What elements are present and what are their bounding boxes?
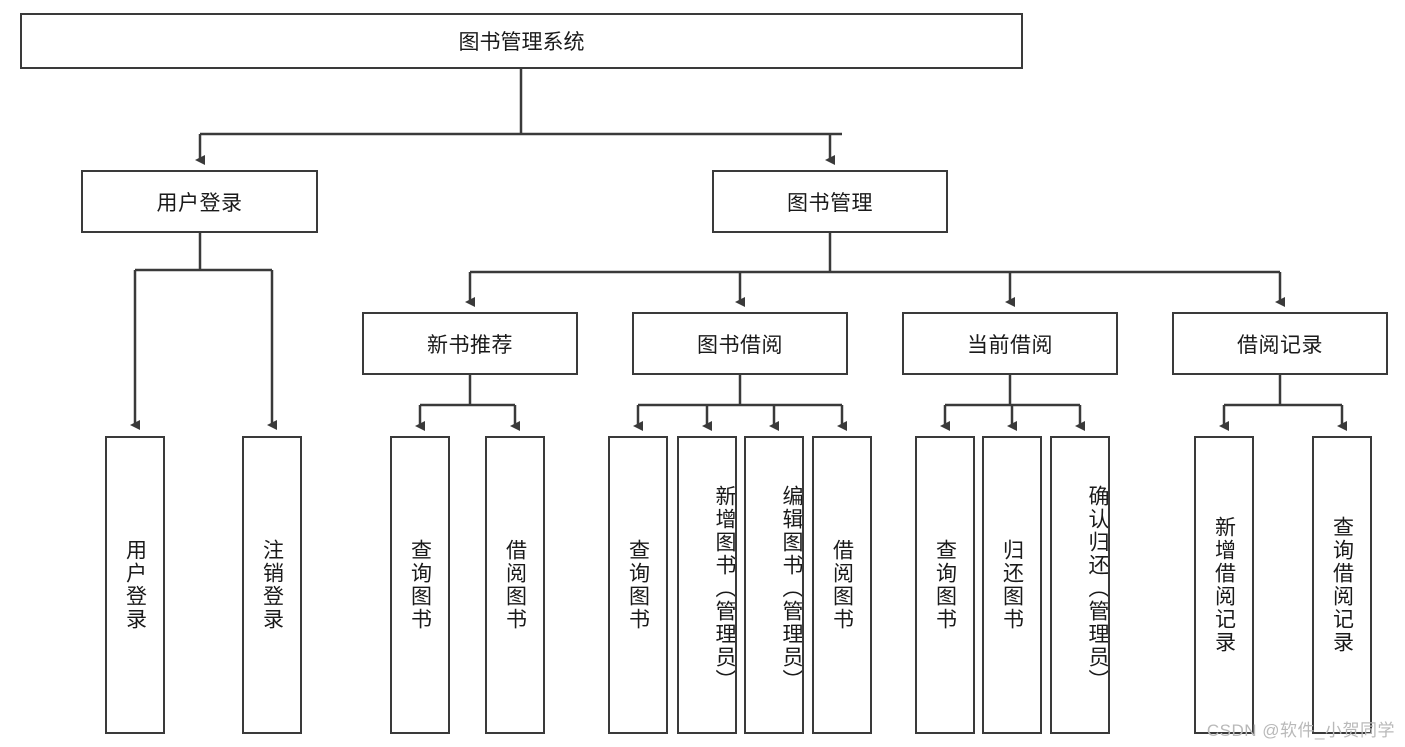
leaf-label: 借阅图书 [503,539,527,631]
node-book-management[interactable]: 图书管理 [712,170,948,233]
leaf-label: 查询图书 [408,539,432,631]
leaf-user-login-signout[interactable]: 注销登录 [242,436,302,734]
leaf-label: 新增借阅记录 [1212,516,1236,654]
node-current-borrow[interactable]: 当前借阅 [902,312,1118,375]
node-root-system[interactable]: 图书管理系统 [20,13,1023,69]
node-new-book-recommend-label: 新书推荐 [427,333,513,357]
leaf-label: 查询借阅记录 [1330,516,1354,654]
leaf-borrow-borrow-book[interactable]: 借阅图书 [812,436,872,734]
leaf-label: 编辑图书（管理员） [780,484,803,692]
node-user-login-label: 用户登录 [156,191,243,215]
leaf-record-query-record[interactable]: 查询借阅记录 [1312,436,1372,734]
node-user-login[interactable]: 用户登录 [81,170,318,233]
node-borrow-record[interactable]: 借阅记录 [1172,312,1388,375]
node-current-borrow-label: 当前借阅 [967,333,1053,357]
leaf-current-query-book[interactable]: 查询图书 [915,436,975,734]
leaf-label: 归还图书 [1000,539,1024,631]
node-borrow-record-label: 借阅记录 [1237,333,1323,357]
leaf-borrow-add-book-admin[interactable]: 新增图书（管理员） [677,436,737,734]
leaf-label: 查询图书 [626,539,650,631]
leaf-label: 用户登录 [123,539,147,631]
leaf-current-confirm-return-admin[interactable]: 确认归还（管理员） [1050,436,1110,734]
watermark: CSDN @软件_小贺同学 [1206,721,1395,740]
leaf-current-return-book[interactable]: 归还图书 [982,436,1042,734]
node-new-book-recommend[interactable]: 新书推荐 [362,312,578,375]
leaf-label: 注销登录 [260,539,284,631]
leaf-newbook-query-book[interactable]: 查询图书 [390,436,450,734]
leaf-label: 新增图书（管理员） [713,484,736,692]
leaf-borrow-edit-book-admin[interactable]: 编辑图书（管理员） [744,436,804,734]
node-book-borrow[interactable]: 图书借阅 [632,312,848,375]
leaf-record-add-record[interactable]: 新增借阅记录 [1194,436,1254,734]
node-root-label: 图书管理系统 [458,31,585,54]
node-book-management-label: 图书管理 [787,191,873,215]
leaf-borrow-query-book[interactable]: 查询图书 [608,436,668,734]
leaf-label: 借阅图书 [830,539,854,631]
leaf-label: 确认归还（管理员） [1086,484,1109,692]
leaf-label: 查询图书 [933,539,957,631]
node-book-borrow-label: 图书借阅 [697,333,783,357]
leaf-user-login-signin[interactable]: 用户登录 [105,436,165,734]
leaf-newbook-borrow-book[interactable]: 借阅图书 [485,436,545,734]
